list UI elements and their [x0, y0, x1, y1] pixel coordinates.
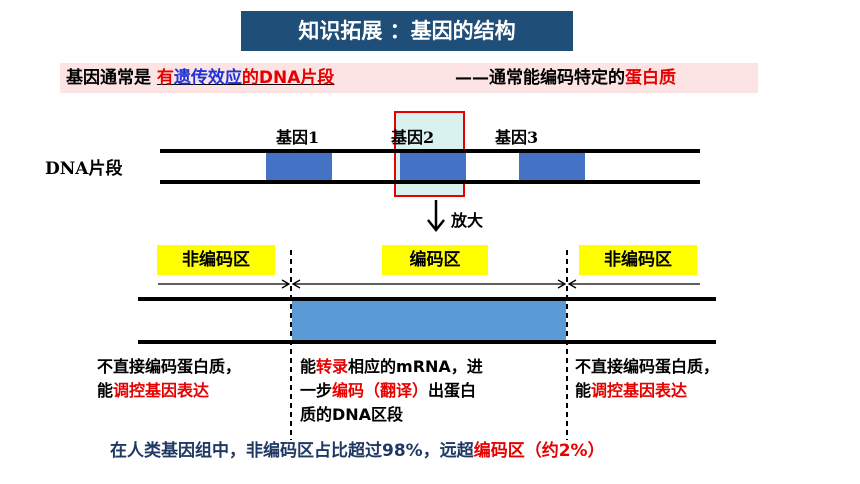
gene2-block — [400, 153, 466, 180]
intro-band — [60, 63, 758, 93]
noncoding-left-description: 不直接编码蛋白质， 能调控基因表达 — [97, 355, 241, 403]
noncoding-right-description: 不直接编码蛋白质， 能调控基因表达 — [575, 355, 719, 403]
left-region-arrowhead — [281, 279, 291, 289]
intro-definition: 基因通常是 有遗传效应的DNA片段 — [66, 66, 334, 90]
zoom-arrow-head — [427, 219, 445, 233]
intro-part-3: 的DNA片段 — [241, 68, 335, 88]
coding-region-label: 编码区 — [382, 245, 488, 275]
noncoding-region-right-label: 非编码区 — [579, 245, 697, 275]
gene1-label: 基因1 — [276, 128, 320, 147]
intro-underlined: 有遗传效应的DNA片段 — [157, 68, 335, 88]
desc-right-line1: 不直接编码蛋白质， — [575, 357, 720, 376]
right-region-arrowhead — [567, 279, 577, 289]
coding-region-block — [292, 301, 566, 340]
coding-description: 能转录相应的mRNA，进 一步编码（翻译）出蛋白 质的DNA区段 — [300, 355, 483, 427]
dna-fragment-label: DNA片段 — [45, 159, 123, 179]
intro-prefix: 基因通常是 — [66, 68, 157, 88]
noncoding-region-left-label: 非编码区 — [157, 245, 275, 275]
bottom-note-text: 在人类基因组中，非编码区占比超过98%，远超 — [110, 441, 474, 461]
page-title: 知识拓展 ：基因的结构 — [241, 11, 573, 51]
desc-left-line1: 不直接编码蛋白质， — [97, 357, 242, 376]
desc-mid-line1: 能转录相应的mRNA，进 — [300, 357, 483, 376]
bottom-note-emphasis: 编码区（约2%） — [473, 441, 605, 461]
middle-region-arrowhead-right — [557, 279, 567, 289]
zoom-label: 放大 — [451, 211, 484, 230]
intro-dash-text: ——通常能编码特定的 — [455, 68, 625, 88]
gene1-block — [266, 153, 332, 180]
desc-mid-line2: 一步编码（翻译）出蛋白 — [300, 381, 477, 400]
gene3-label: 基因3 — [495, 128, 539, 147]
genome-composition-note: 在人类基因组中，非编码区占比超过98%，远超编码区（约2%） — [110, 438, 605, 464]
desc-left-line2: 能调控基因表达 — [97, 381, 210, 400]
intro-part-2: 遗传效应 — [173, 68, 242, 88]
gene3-block — [519, 153, 585, 180]
desc-right-line2: 能调控基因表达 — [575, 381, 688, 400]
desc-mid-line3: 质的DNA区段 — [300, 405, 404, 424]
gene2-label: 基因2 — [391, 128, 435, 147]
intro-protein: 蛋白质 — [625, 68, 676, 88]
intro-protein-note: ——通常能编码特定的蛋白质 — [455, 66, 676, 90]
middle-region-arrowhead-left — [291, 279, 301, 289]
intro-part-1: 有 — [156, 68, 174, 88]
